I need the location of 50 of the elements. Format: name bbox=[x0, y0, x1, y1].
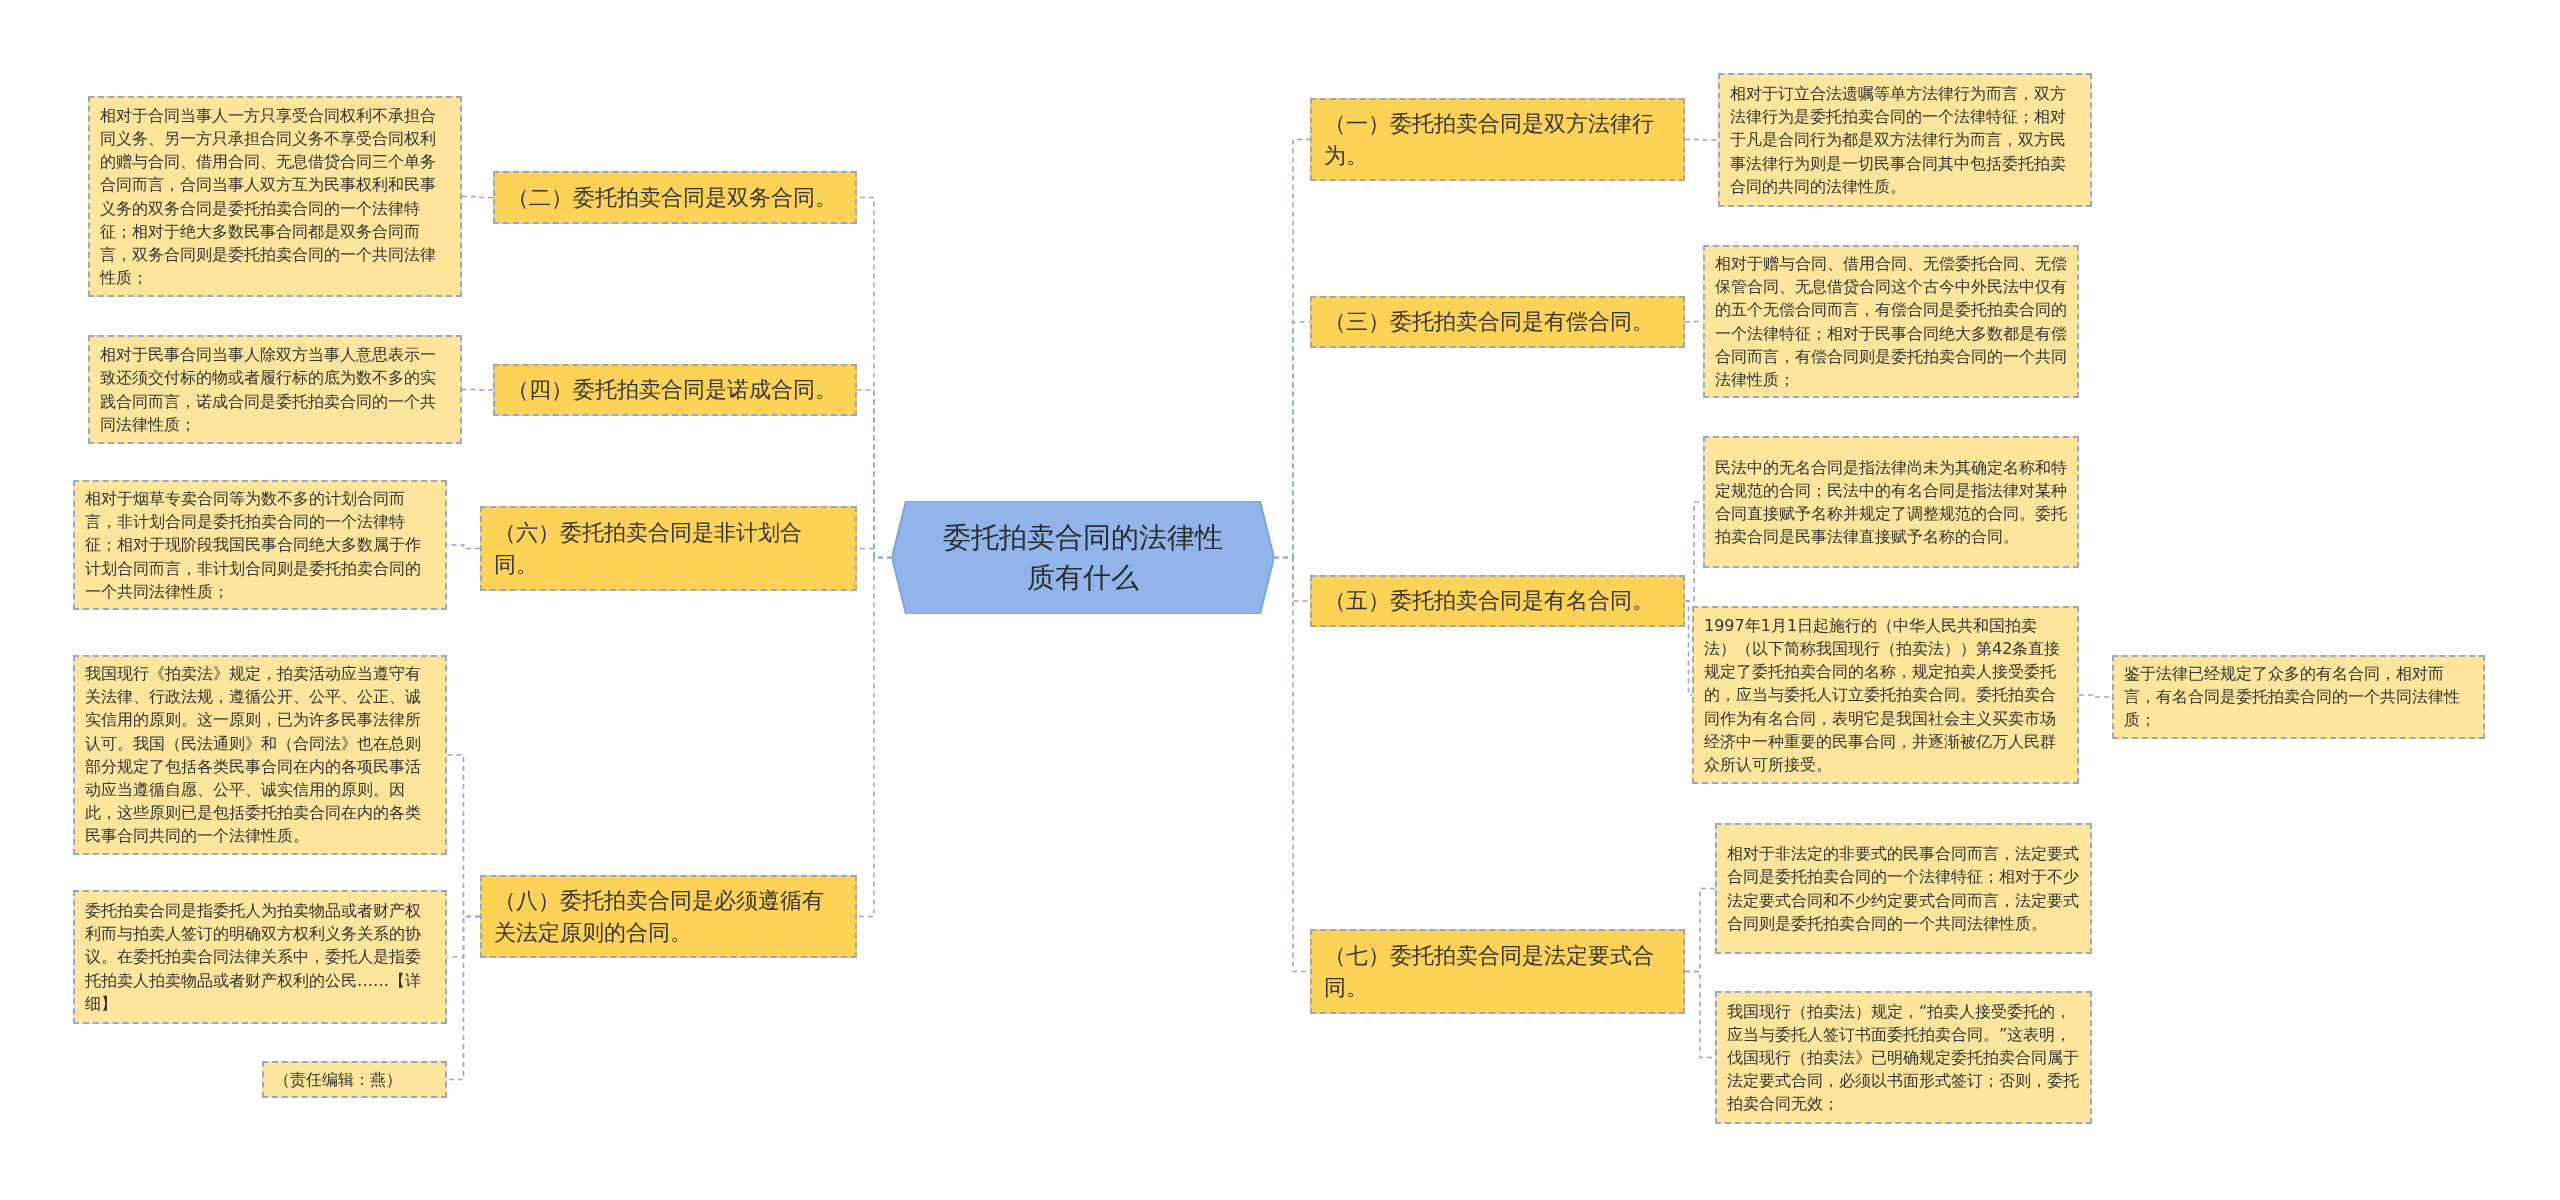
topic-text: 1997年1月1日起施行的（中华人民共和国拍卖法）（以下简称我国现行（拍卖法））第42条直接规定了委托拍卖合同的名称，规定拍卖人接受委托的，应当与委托人订立委托拍卖合同。委托拍卖合同作为有名合同，表明它是我国社会主义买卖市场经济中一种重要的民事合同，并逐渐被亿万人民群众所认可所接受。 bbox=[1704, 614, 2062, 776]
topic-text: （六）委托拍卖合同是非计划合同。 bbox=[494, 518, 803, 579]
note-box bbox=[1718, 73, 2092, 207]
topic-text: 相对于民事合同当事人除双方当事人意思表示一致还须交付标的物或者履行标的底为数不多的实践合同而言，诺成合同是委托拍卖合同的一个共同法律性质； bbox=[100, 344, 437, 436]
connector-line bbox=[461, 388, 494, 391]
topic-text: 鉴于法律已经规定了众多的有名合同，相对而言，有名合同是委托拍卖合同的一个共同法律性质； bbox=[2124, 663, 2461, 732]
note-box bbox=[1715, 991, 2092, 1124]
note-box bbox=[73, 655, 447, 855]
note-box bbox=[73, 480, 447, 610]
topic-text: 相对于合同当事人一方只享受合同权利不承担合同义务、另一方只承担合同义务不享受合同权利的赠与合同、借用合同、无息借贷合同三个单务合同而言，合同当事人双方互为民事权利和民事义务的双务合同是委托拍卖合同的一个法律特征；相对于绝大多数民事合同都是双务合同而言，双务合同则是委托拍卖合同的一个共同法律性质； bbox=[100, 104, 437, 290]
topic-text: 相对于烟草专卖合同等为数不多的计划合同而言，非计划合同是委托拍卖合同的一个法律特征；相对于现阶段我国民事合同绝大多数属于作计划合同而言，非计划合同则是委托拍卖合同的一个共同法律性质； bbox=[85, 488, 422, 603]
topic-box bbox=[493, 171, 857, 224]
topic-box bbox=[1310, 929, 1685, 1014]
topic-text: （二）委托拍卖合同是双务合同。 bbox=[507, 183, 837, 212]
connector-line bbox=[1684, 138, 1719, 141]
topic-text: 民法中的无名合同是指法律尚未为其确定名称和特定规范的合同；民法中的有名合同是指法律对某种合同直接赋予名称并规定了调整规范的合同。委托拍卖合同是民事法律直接赋予名称的合同。 bbox=[1715, 456, 2067, 549]
note-box bbox=[262, 1061, 447, 1099]
note-box bbox=[88, 96, 462, 297]
topic-text: 我国现行《拍卖法》规定，拍卖活动应当遵守有关法律、行政法规，遵循公开、公平、公正、诚实信用的原则。这一原则，已为许多民事法律所认可。我国（民法通则》和（合同法》也在总则部分规定了包括各类民事合同在内的各项民事活动应当遵循自愿、公平、诚实信用的原则。因此，这些原则已是包括委托拍卖合同在内的各类民事合同共同的一个法律性质。 bbox=[85, 663, 422, 848]
topic-box bbox=[480, 875, 857, 958]
topic-text: （七）委托拍卖合同是法定要式合同。 bbox=[1324, 941, 1655, 1002]
note-box bbox=[1715, 823, 2092, 954]
topic-text: （四）委托拍卖合同是诺成合同。 bbox=[507, 376, 837, 405]
topic-text: 相对于非法定的非要式的民事合同而言，法定要式合同是委托拍卖合同的一个法律特征；相对于不少法定要式合同和不少约定要式合同而言，法定要式合同则是委托拍卖合同的一个共同法律性质。 bbox=[1727, 843, 2080, 935]
connector-line bbox=[446, 915, 481, 1081]
connector-line bbox=[1684, 600, 1693, 696]
topic-title: 委托拍卖合同的法律性质有什么 bbox=[942, 520, 1224, 596]
topic-text: 相对于赠与合同、借用合同、无偿委托合同、无偿保管合同、无息借贷合同这个古今中外民法中仅有的五个无偿合同而言，有偿合同是委托拍卖合同的一个法律特征；相对于民事合同绝大多数都是有偿合同而言，有偿合同则是委托拍卖合同的一个共同法律性质； bbox=[1715, 253, 2067, 391]
topic-text: 相对于订立合法遗嘱等单方法律行为而言，双方法律行为是委托拍卖合同的一个法律特征；相对于凡是合同行为都是双方法律行为而言，双方民事法律行为则是一切民事合同其中包括委托拍卖合同的共同的法律性质。 bbox=[1730, 83, 2067, 198]
central-topic-hexagon bbox=[892, 501, 1274, 614]
note-box bbox=[88, 335, 462, 444]
topic-box bbox=[1310, 575, 1685, 627]
topic-text: 我国现行（拍卖法）规定，“拍卖人接受委托的，应当与委托人签订书面委托拍卖合同。”这表明，伐国现行（拍卖法》已明确规定委托拍卖合同属于法定要式合同，必须以书面形式签订；否则，委托拍卖合同无效； bbox=[1727, 1000, 2080, 1116]
topic-box bbox=[1310, 296, 1685, 348]
topic-text: （五）委托拍卖合同是有名合同。 bbox=[1324, 587, 1654, 616]
topic-text: 委托拍卖合同是指委托人为拍卖物品或者财产权利而与拍卖人签订的明确双方权利义务关系的协议。在委托拍卖合同法律关系中，委托人是指委托拍卖人拍卖物品或者财产权利的公民……【详细】 bbox=[85, 900, 422, 1015]
topic-box bbox=[480, 506, 857, 591]
topic-text: （三）委托拍卖合同是有偿合同。 bbox=[1324, 308, 1654, 337]
topic-text: （责任编辑：燕） bbox=[274, 1069, 402, 1091]
connector-line bbox=[461, 195, 494, 199]
topic-text: （一）委托拍卖合同是双方法律行为。 bbox=[1324, 109, 1655, 170]
note-box bbox=[1692, 606, 2079, 784]
topic-text: （八）委托拍卖合同是必须遵循有关法定原则的合同。 bbox=[494, 886, 825, 947]
topic-box bbox=[493, 364, 857, 416]
connector-line bbox=[856, 556, 893, 918]
topic-box bbox=[1310, 98, 1685, 181]
note-box bbox=[1703, 245, 2079, 399]
note-box bbox=[73, 890, 447, 1024]
note-box bbox=[2112, 655, 2485, 739]
note-box bbox=[1703, 436, 2079, 568]
